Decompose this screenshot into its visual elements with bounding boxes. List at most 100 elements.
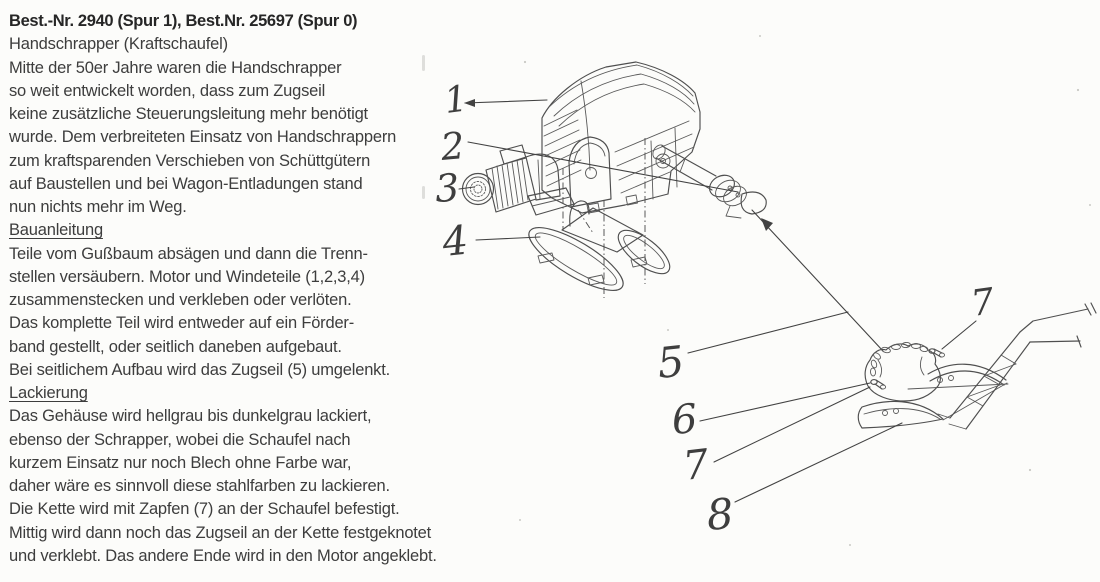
- lackierung-line: Das Gehäuse wird hellgrau bis dunkelgrau…: [9, 407, 372, 426]
- chain-link: [870, 367, 876, 377]
- shaft-collar: [679, 158, 686, 173]
- wing-hole: [948, 375, 954, 381]
- shaft-butt-cap: [652, 144, 666, 160]
- handle-rail-foot: [937, 413, 967, 430]
- housing-tab: [625, 194, 638, 206]
- rear-skid-outer: [617, 229, 671, 275]
- intro-line: Mitte der 50er Jahre waren die Handschra…: [9, 58, 342, 77]
- speckle: [759, 35, 761, 37]
- lackierung-line: Die Kette wird mit Zapfen (7) an der Sch…: [9, 500, 400, 519]
- cable-arrowhead: [761, 218, 773, 231]
- fin-line: [491, 167, 499, 210]
- callout-number-2: 2: [438, 124, 466, 169]
- bauanleitung-line: zusammenstecken und verkleben oder verlö…: [9, 291, 352, 309]
- rib-line: [620, 171, 671, 194]
- cable-line: [751, 209, 884, 352]
- pull-cable-part: [751, 209, 884, 352]
- drum-bolt: [735, 192, 741, 198]
- motor-fan-knurl: [470, 181, 486, 197]
- housing-arch-door: [568, 136, 612, 208]
- chain-link: [881, 346, 891, 354]
- rear-wing-bottom-edge: [929, 370, 1005, 386]
- louver-line: [545, 159, 582, 177]
- motor-base-lip: [531, 196, 571, 207]
- speckle: [1028, 468, 1032, 472]
- intro-line: zum kraftsparenden Verschieben von Schüt…: [9, 151, 371, 170]
- axis-line: [577, 209, 594, 234]
- pin-cap: [939, 352, 945, 358]
- electric-motor-part: [461, 144, 575, 216]
- rear-wing-top-edge: [927, 363, 1007, 381]
- front-blade-curve: [863, 408, 941, 420]
- fin-line: [511, 161, 519, 204]
- frame-clip: [630, 256, 648, 268]
- bauanleitung-line: Das komplette Teil wird entweder auf ein…: [9, 314, 355, 333]
- speckle: [523, 60, 527, 64]
- lackierung-line: daher wäre es sinnvoll diese stahlfarben…: [9, 477, 390, 495]
- fin-line: [516, 159, 524, 203]
- chain-pin-right: [928, 348, 945, 358]
- chain-link: [873, 352, 881, 360]
- housing-face-seam: [580, 80, 591, 171]
- callout-number-4: 4: [439, 218, 470, 267]
- front-skid-inner: [534, 232, 618, 286]
- lower-handlebar-grip-cap: [1076, 335, 1082, 348]
- intro-line: nun nichts mehr im Weg.: [9, 198, 187, 216]
- callout-number-3: 3: [434, 165, 461, 211]
- scan-speckles: [519, 35, 1091, 546]
- blade-hole: [882, 410, 888, 416]
- callout-numbers: 1 2 3 4 5 7 6 7 8: [434, 78, 997, 540]
- rib-line: [614, 120, 690, 153]
- fin-line: [521, 158, 529, 201]
- frame-clip: [537, 252, 555, 264]
- section-heading-bauanleitung: Bauanleitung: [9, 221, 103, 240]
- handle-frame: [937, 302, 1097, 430]
- leader-1: [464, 99, 548, 104]
- intro-line: keine zusätzliche Steuerungsleitung mehr…: [9, 105, 368, 123]
- frame-clip: [587, 274, 605, 286]
- motor-fan-knurl: [473, 184, 483, 194]
- wing-hole: [937, 377, 943, 383]
- scraper-shovel-assembly: [857, 342, 1009, 429]
- frame-lifting-bow: [569, 200, 590, 227]
- skid-frame-part: [528, 200, 671, 291]
- speckle: [1076, 88, 1080, 92]
- speckle: [849, 544, 851, 546]
- drum-foot: [725, 205, 742, 219]
- handle-brace: [966, 363, 1017, 398]
- drum-flange: [723, 185, 747, 207]
- pin-body: [874, 379, 885, 390]
- upper-handlebar: [1019, 308, 1089, 333]
- louver-line: [546, 169, 582, 187]
- front-skid-outer: [528, 227, 624, 291]
- scan-artifact: [422, 55, 425, 71]
- bauanleitung-line: Teile vom Gußbaum absägen und dann die T…: [9, 244, 368, 263]
- louver-line: [544, 129, 580, 147]
- upper-handlebar-grip-cap: [1084, 302, 1097, 316]
- callout-number-8: 8: [705, 489, 736, 540]
- housing-top-band: [548, 64, 694, 108]
- section-heading-lackierung: Lackierung: [9, 384, 88, 402]
- scan-artifact: [422, 186, 425, 199]
- leader-8: [734, 422, 903, 503]
- winch-drum-part: [652, 144, 767, 219]
- panel-seam: [674, 127, 678, 188]
- intro-line: wurde. Dem verbreiteten Einsatz von Hand…: [9, 128, 397, 147]
- fin-line: [501, 164, 509, 207]
- lower-handlebar: [1029, 340, 1081, 343]
- bauanleitung-line: band gestellt, oder seitlich daneben auf…: [9, 337, 342, 356]
- drum-flange: [715, 179, 741, 203]
- motor-nose-rim: [461, 172, 495, 206]
- housing-top-band: [558, 83, 696, 127]
- leader-7-top: [941, 320, 977, 350]
- leader-1-arrowhead: [464, 99, 475, 107]
- speckle: [519, 519, 521, 521]
- leader-2: [467, 141, 739, 193]
- bauanleitung-line: Bei seitlichem Aufbau wird das Zugseil (…: [9, 360, 391, 379]
- shaft-lines: [655, 145, 717, 191]
- chain-link: [891, 344, 901, 350]
- door-hole: [585, 167, 597, 179]
- scraper-body-creases: [877, 356, 925, 378]
- leader-6: [699, 382, 871, 422]
